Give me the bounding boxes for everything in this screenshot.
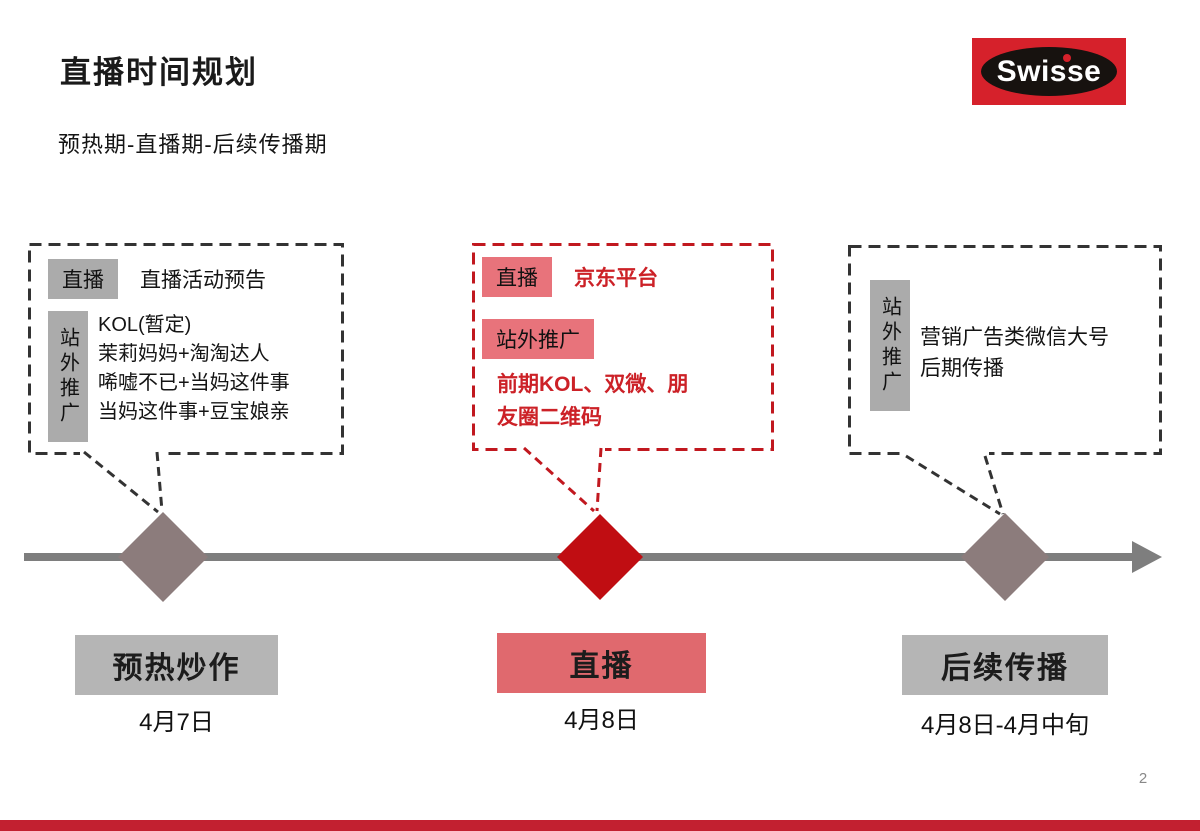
callout-pointer-preheat (83, 450, 164, 514)
callout-lines: KOL(暂定) 茉莉妈妈+淘淘达人 唏嘘不已+当妈这件事 当妈这件事+豆宝娘亲 (98, 311, 290, 427)
swisse-logo-i-dot (1063, 54, 1071, 62)
page-number: 2 (1138, 770, 1148, 787)
phase-label-followup: 后续传播 (902, 635, 1108, 695)
milestone-diamond-preheat (118, 512, 208, 602)
badge-offsite-promo: 站外推广 (482, 319, 594, 359)
badge-live: 直播 (48, 259, 118, 299)
phase-label-live: 直播 (497, 633, 706, 693)
phase-date-live: 4月8日 (564, 707, 639, 734)
callout-preheat: 直播 直播活动预告 站外推广 KOL(暂定) 茉莉妈妈+淘淘达人 唏嘘不已+当妈… (28, 243, 344, 455)
phase-date-preheat: 4月7日 (139, 709, 214, 736)
callout-line: 茉莉妈妈+淘淘达人 (98, 343, 270, 365)
timeline-arrowhead-icon (1132, 541, 1162, 573)
phase-label-preheat: 预热炒作 (75, 635, 278, 695)
swisse-logo-ellipse: Swisse (981, 47, 1117, 96)
callout-lines: 前期KOL、双微、朋 友圈二维码 (497, 368, 774, 434)
callout-text: 直播活动预告 (140, 269, 266, 292)
callout-line: 唏嘘不已+当妈这件事 (98, 372, 290, 394)
badge-offsite-promo: 站外推广 (870, 280, 910, 411)
milestone-diamond-live (557, 514, 643, 600)
callout-line: 当妈这件事+豆宝娘亲 (98, 401, 290, 423)
badge-live: 直播 (482, 257, 552, 297)
page-subtitle: 预热期-直播期-后续传播期 (58, 132, 328, 157)
callout-line: 友圈二维码 (497, 406, 602, 429)
callout-line: KOL(暂定) (98, 314, 192, 336)
page-title: 直播时间规划 (60, 55, 258, 90)
callout-line: 前期KOL、双微、朋 (497, 373, 689, 396)
phase-date-followup: 4月8日-4月中旬 (920, 712, 1090, 739)
badge-offsite-promo: 站外推广 (48, 311, 88, 442)
callout-line: 营销广告类微信大号 (920, 326, 1109, 349)
footer-accent-bar (0, 820, 1200, 831)
callout-lines: 营销广告类微信大号 后期传播 (920, 322, 1109, 455)
callout-followup: 站外推广 营销广告类微信大号 后期传播 (848, 245, 1162, 455)
callout-line: 后期传播 (920, 357, 1004, 380)
callout-pointer-followup (905, 454, 1005, 516)
callout-text: 京东平台 (574, 267, 658, 290)
swisse-logo: Swisse (972, 38, 1126, 105)
milestone-diamond-followup (961, 513, 1049, 601)
callout-pointer-live (522, 446, 603, 513)
callout-live: 直播 京东平台 站外推广 前期KOL、双微、朋 友圈二维码 (472, 243, 774, 450)
swisse-logo-text: Swisse (996, 54, 1102, 88)
